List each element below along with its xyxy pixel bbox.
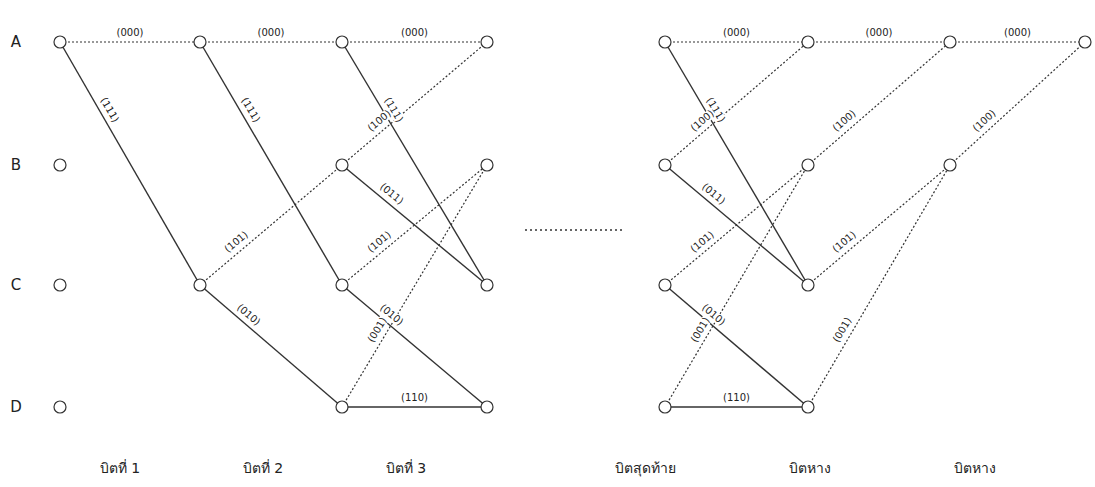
- one-branch: [60, 42, 200, 285]
- one-branch: [342, 406, 487, 407]
- one-branch: [200, 42, 342, 285]
- branch-output: (100): [970, 108, 998, 135]
- state-node: [481, 401, 493, 413]
- branch-output: (101): [365, 229, 394, 255]
- state-node: [481, 159, 493, 171]
- state-node: [802, 36, 814, 48]
- state-node: [336, 36, 348, 48]
- branch-output: (111): [239, 95, 262, 125]
- state-letter: A: [11, 35, 21, 50]
- zero-branch: [665, 165, 808, 407]
- branch-output: (001): [831, 315, 854, 345]
- branch-output: (011): [377, 181, 406, 207]
- zero-branch: [808, 42, 950, 165]
- state-node: [659, 401, 671, 413]
- continuation-dots: [525, 229, 622, 231]
- state-node: [54, 279, 66, 291]
- state-node: [659, 36, 671, 48]
- zero-branch: [342, 42, 487, 165]
- branch-output: (000): [116, 28, 145, 38]
- bit-label: บิตที่ 2: [243, 461, 283, 475]
- state-letter: B: [11, 158, 21, 173]
- branch-output: (001): [688, 315, 711, 345]
- branch-output: (010): [234, 302, 262, 328]
- zero-branch: [808, 165, 950, 285]
- branch-output: (110): [722, 393, 751, 403]
- one-branch: [200, 285, 342, 407]
- zero-branch: [665, 41, 808, 42]
- branch-output: (000): [257, 28, 286, 38]
- zero-branch: [665, 165, 808, 285]
- state-node: [802, 279, 814, 291]
- state-node: [336, 401, 348, 413]
- zero-branch: [200, 165, 342, 285]
- state-node: [659, 279, 671, 291]
- zero-branch: [808, 41, 950, 42]
- bit-label: บิตที่ 1: [100, 461, 140, 475]
- state-letter: D: [10, 400, 22, 415]
- state-node: [336, 279, 348, 291]
- state-node: [481, 279, 493, 291]
- zero-branch: [60, 41, 200, 42]
- zero-branch: [808, 165, 950, 407]
- zero-branch: [665, 42, 808, 165]
- state-letter: C: [11, 278, 21, 293]
- state-node: [944, 159, 956, 171]
- branch-output: (000): [722, 28, 751, 38]
- bit-label: บิตที่ 3: [386, 461, 426, 475]
- one-branch: [342, 165, 487, 285]
- branch-output: (000): [1003, 28, 1032, 38]
- branch-output: (101): [688, 229, 717, 255]
- zero-branch: [342, 41, 487, 42]
- state-node: [1079, 36, 1091, 48]
- bit-label: บิตหาง: [954, 461, 996, 475]
- zero-branch: [342, 165, 487, 407]
- zero-branch: [200, 41, 342, 42]
- state-node: [944, 36, 956, 48]
- branch-output: (100): [831, 108, 859, 134]
- branch-output: (101): [831, 229, 860, 255]
- state-node: [802, 401, 814, 413]
- bit-label: บิตสุดท้าย: [615, 461, 676, 475]
- state-node: [54, 401, 66, 413]
- zero-branch: [950, 42, 1085, 165]
- branch-output: (001): [366, 315, 389, 345]
- one-branch: [342, 42, 487, 285]
- state-node: [802, 159, 814, 171]
- one-branch: [665, 42, 808, 285]
- one-branch: [665, 285, 808, 407]
- branch-output: (011): [699, 181, 728, 207]
- one-branch: [665, 406, 808, 407]
- branch-output: (110): [400, 393, 429, 403]
- state-node: [481, 36, 493, 48]
- branch-output: (000): [865, 28, 894, 38]
- branch-output: (111): [98, 95, 121, 125]
- bit-label: บิตหาง: [789, 461, 831, 475]
- zero-branch: [950, 41, 1085, 42]
- one-branch: [665, 165, 808, 285]
- state-node: [336, 159, 348, 171]
- zero-branch: [342, 165, 487, 285]
- branch-output: (101): [223, 229, 252, 255]
- state-node: [54, 36, 66, 48]
- branch-output: (000): [400, 28, 429, 38]
- one-branch: [342, 285, 487, 407]
- state-node: [54, 159, 66, 171]
- state-node: [194, 36, 206, 48]
- state-node: [194, 279, 206, 291]
- state-node: [659, 159, 671, 171]
